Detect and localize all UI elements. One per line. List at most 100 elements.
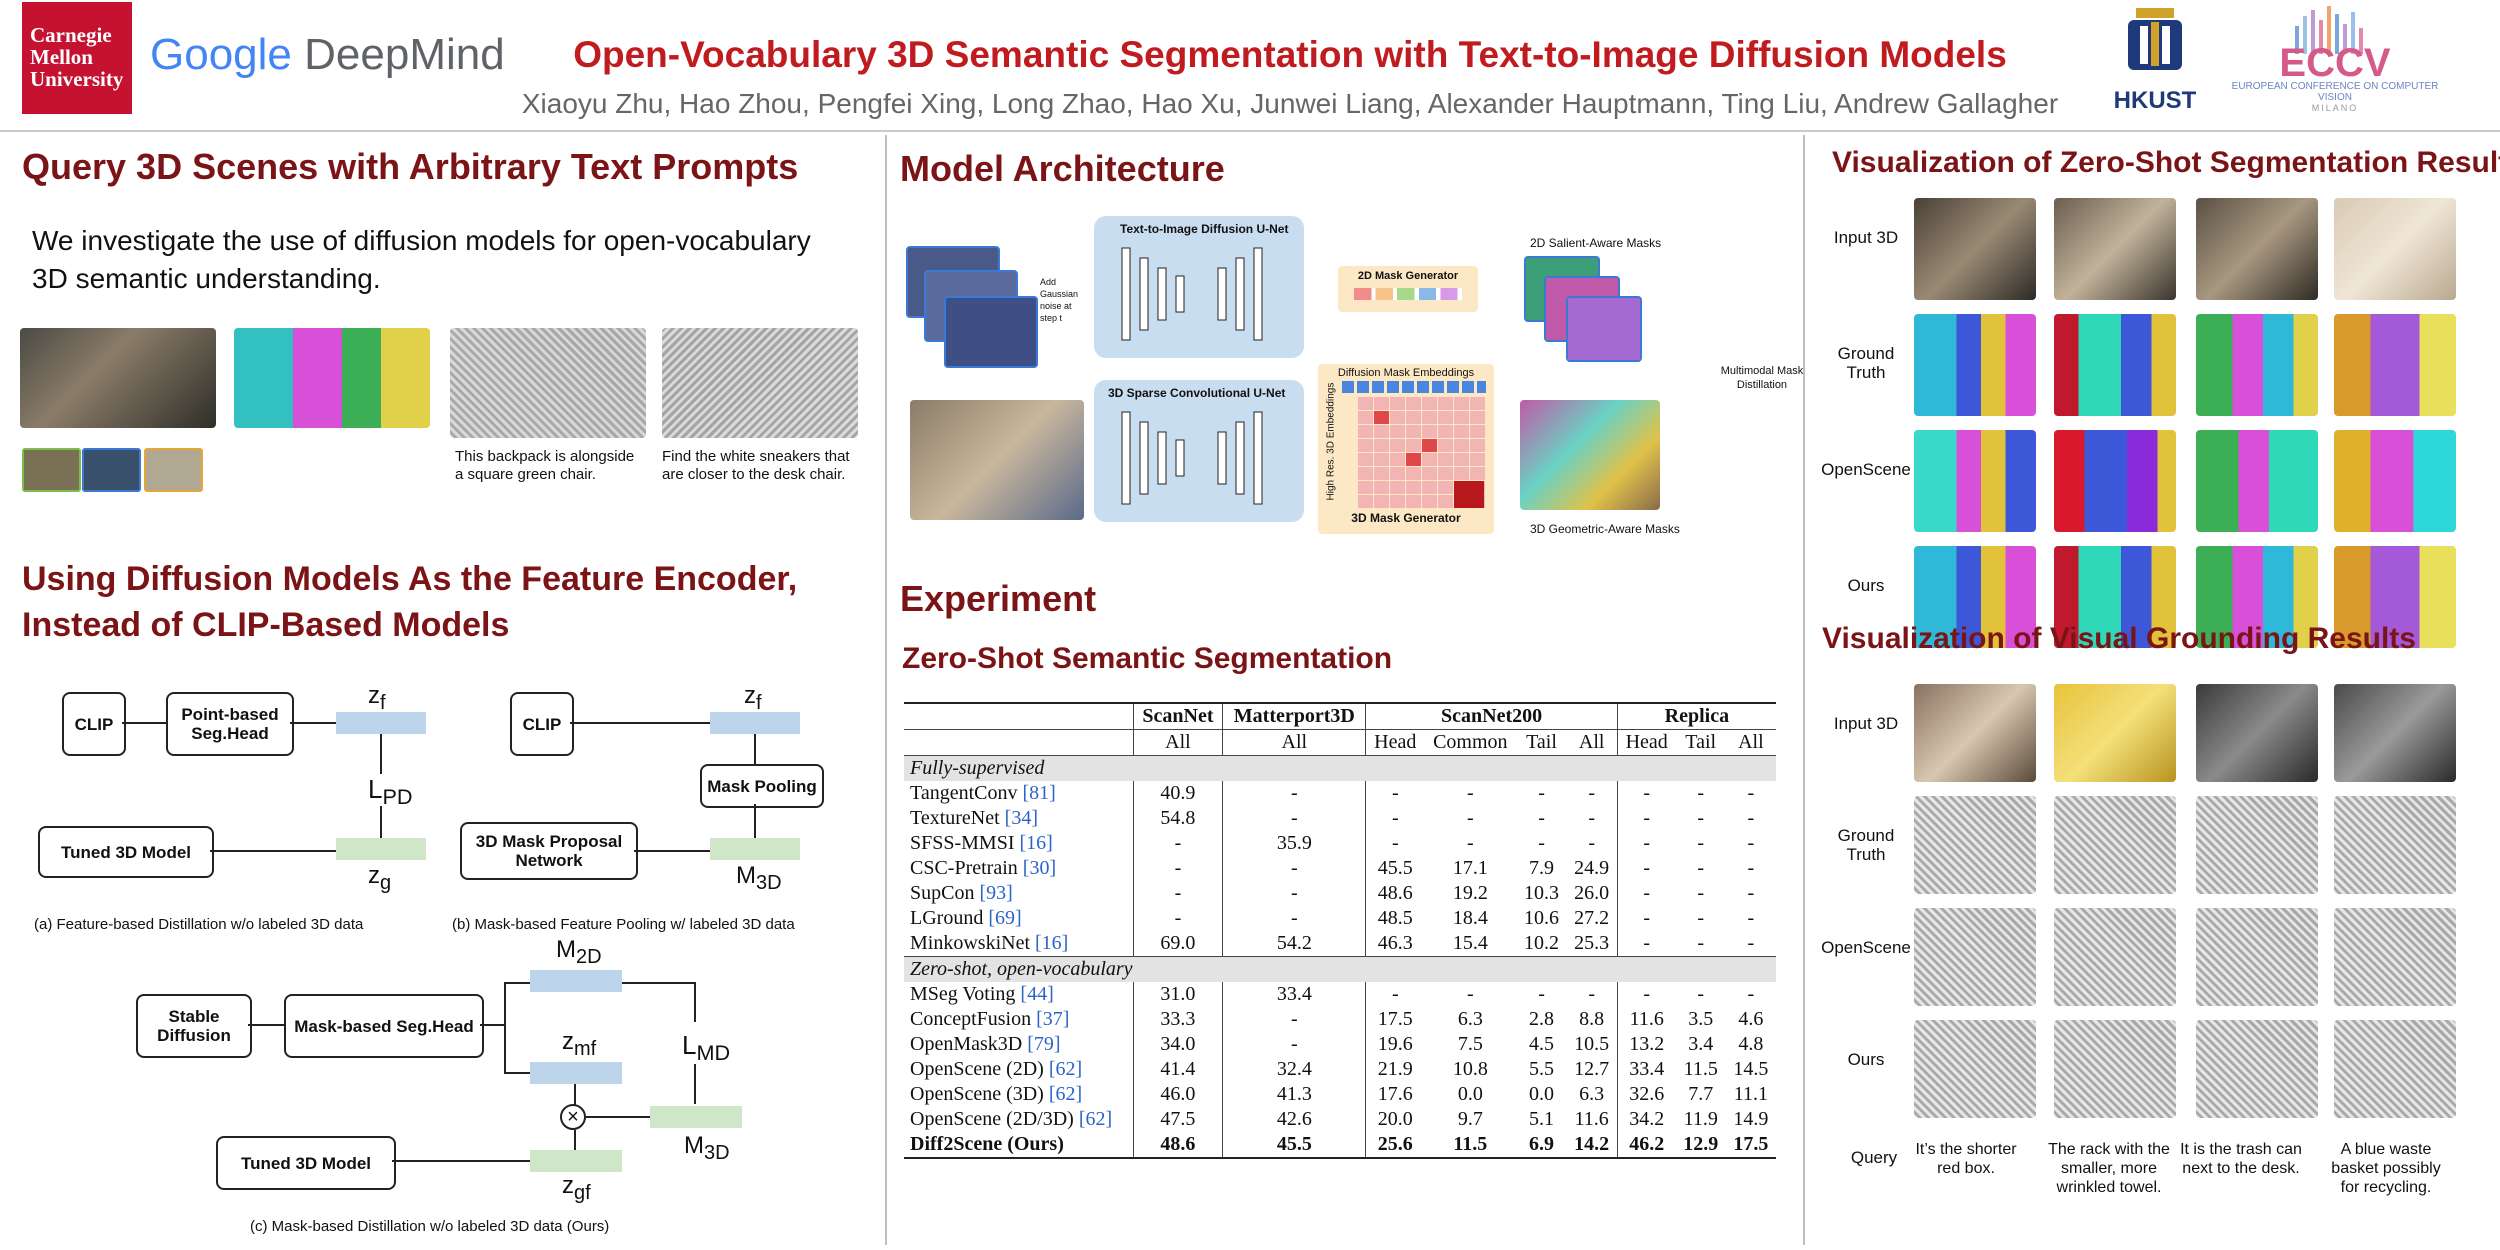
unet-diffusion-title: Text-to-Image Diffusion U-Net: [1120, 222, 1289, 236]
table-cell: 11.6: [1629, 1008, 1664, 1030]
row-label: Ground Truth: [1837, 826, 1895, 864]
method-name: OpenScene (3D) [62]: [904, 1082, 1134, 1107]
table-cell: -: [1466, 832, 1474, 854]
feature-zmf: [530, 1062, 622, 1084]
eccv-city: MILANO: [2311, 103, 2359, 113]
citation-link[interactable]: [30]: [1022, 857, 1057, 879]
caption-diagram-a: (a) Feature-based Distillation w/o label…: [34, 916, 364, 933]
subhead: Head: [1374, 731, 1417, 753]
table-cell: -: [1747, 932, 1755, 954]
mask-embedding-row: [1342, 381, 1486, 393]
scene-thumbnail: [2334, 314, 2456, 416]
table-cell: -: [1133, 831, 1224, 856]
table-cell: 35.9: [1222, 831, 1367, 856]
table-cell: -: [1697, 857, 1705, 879]
table-cell: -: [1466, 983, 1474, 1005]
feature-m3d-c: [650, 1106, 742, 1128]
feature-m3d-b: [710, 838, 800, 860]
hkust-logo: HKUST: [2100, 4, 2210, 114]
method-name: ConceptFusion [37]: [904, 1007, 1134, 1032]
scene-thumbnail: [2054, 546, 2176, 648]
scene-thumbnail: [2196, 1020, 2318, 1118]
citation-link[interactable]: [37]: [1036, 1008, 1070, 1030]
method-name: OpenScene (2D) [62]: [904, 1057, 1134, 1082]
table-cell: 11.9: [1683, 1108, 1718, 1130]
table-cell: -: [1643, 807, 1651, 829]
google-wordmark: Google: [150, 30, 292, 79]
query-row-label: Query: [1850, 1148, 1898, 1167]
eccv-wordmark: ECCV: [2279, 41, 2391, 85]
citation-link[interactable]: [34]: [1004, 807, 1038, 829]
caption-diagram-b: (b) Mask-based Feature Pooling w/ labele…: [452, 916, 795, 933]
loss-lpd: LPD: [368, 774, 413, 810]
table-cell: -: [1697, 807, 1705, 829]
citation-link[interactable]: [69]: [988, 907, 1022, 929]
table-cell: 7.7: [1688, 1083, 1714, 1105]
citation-link[interactable]: [44]: [1020, 983, 1054, 1005]
table-cell: 4.8: [1738, 1033, 1764, 1055]
table-cell: 5.5: [1529, 1058, 1555, 1080]
table-cell: -: [1566, 806, 1618, 831]
table-cell: 3.5: [1688, 1008, 1714, 1030]
scene-thumbnail: [2054, 908, 2176, 1006]
table-cell: -: [1538, 832, 1545, 854]
row-label: Ours: [1847, 1050, 1885, 1069]
table-cell: -: [1466, 807, 1474, 829]
citation-link[interactable]: [16]: [1019, 832, 1053, 854]
table-cell: 2.8: [1529, 1008, 1555, 1030]
hkust-crest-icon: [2128, 8, 2182, 70]
table-cell: -: [1643, 882, 1651, 904]
citation-link[interactable]: [62]: [1048, 1058, 1083, 1080]
table-cell: -: [1133, 906, 1224, 931]
geometric-masks-label: 3D Geometric-Aware Masks: [1530, 522, 1680, 536]
label-m3d-b: M3D: [736, 862, 782, 894]
table-cell: -: [1643, 832, 1651, 854]
citation-link[interactable]: [93]: [979, 882, 1013, 904]
table-cell: -: [1697, 907, 1705, 929]
row-label: Ground Truth: [1837, 344, 1895, 382]
citation-link[interactable]: [16]: [1035, 932, 1069, 954]
mask-head-box: Mask-based Seg.Head: [284, 994, 484, 1058]
eccv-fullname: EUROPEAN CONFERENCE ON COMPUTER VISION: [2231, 81, 2439, 103]
column-divider-2: [1803, 135, 1805, 1245]
label-m3d-c: M3D: [684, 1132, 730, 1164]
method-name: MSeg Voting [44]: [904, 982, 1134, 1007]
method-name: SupCon [93]: [904, 881, 1134, 906]
table-cell: 34.2: [1629, 1108, 1665, 1130]
table-cell: -: [1222, 1007, 1367, 1032]
table-row: TangentConv [81]40.9--------: [904, 781, 1776, 806]
eccv-logo: ECCV EUROPEAN CONFERENCE ON COMPUTER VIS…: [2225, 6, 2445, 116]
table-cell: -: [1466, 782, 1474, 804]
scene-thumbnail: [2334, 1020, 2456, 1118]
method-name: OpenMask3D [79]: [904, 1032, 1134, 1057]
citation-link[interactable]: [62]: [1048, 1083, 1083, 1105]
subhead: All: [1133, 729, 1224, 756]
scene-thumbnail: [1914, 546, 2036, 648]
input-pointcloud-image: [910, 400, 1084, 520]
citation-link[interactable]: [79]: [1027, 1033, 1061, 1055]
scene-thumbnail: [1914, 314, 2036, 416]
table-cell: 33.3: [1133, 1007, 1224, 1032]
scene-thumbnail: [2334, 684, 2456, 782]
row-label: OpenScene: [1821, 460, 1911, 479]
scene-thumbnail: [2054, 684, 2176, 782]
author-list: Xiaoyu Zhu, Hao Zhou, Pengfei Xing, Long…: [521, 88, 2059, 119]
table-cell: 10.5: [1566, 1032, 1618, 1057]
label-zmf: zmf: [562, 1028, 597, 1060]
similarity-grid: [1358, 397, 1486, 509]
table-cell: -: [1222, 1032, 1367, 1057]
citation-link[interactable]: [81]: [1022, 782, 1056, 804]
scene-thumbnail: [2196, 546, 2318, 648]
row-label: Input 3D: [1833, 228, 1899, 247]
scene-thumbnail: [2196, 796, 2318, 894]
zero-shot-visualization-title: Visualization of Zero-Shot Segmentation …: [1832, 146, 2500, 179]
table-cell: 13.2: [1629, 1033, 1665, 1055]
scene-thumbnail: [1914, 430, 2036, 532]
table-cell: 34.0: [1133, 1032, 1224, 1057]
citation-link[interactable]: [62]: [1078, 1108, 1113, 1130]
